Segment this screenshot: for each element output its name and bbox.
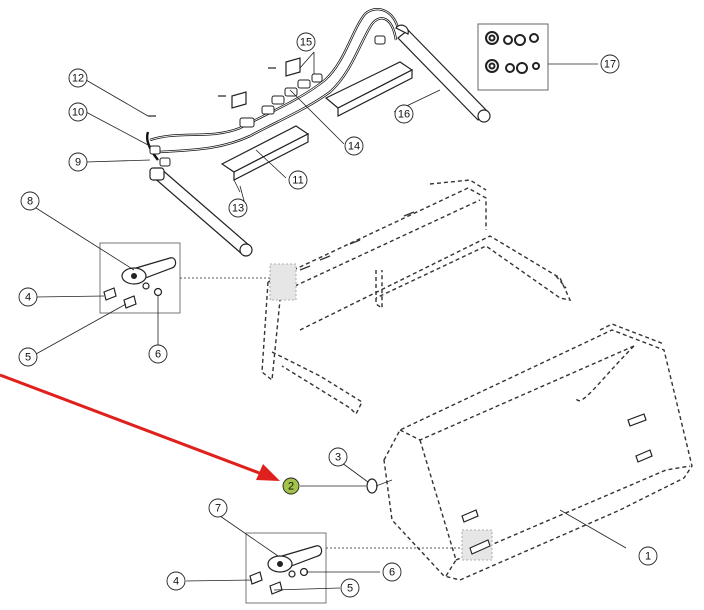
callout-c3: 3 [328, 447, 348, 467]
callout-c16: 16 [394, 104, 414, 124]
callout-c15: 15 [296, 32, 316, 52]
callout-number: 5 [347, 583, 353, 595]
callout-number: 9 [75, 157, 81, 169]
bucket [383, 323, 693, 581]
callout-circle [68, 68, 88, 88]
callout-number: 1 [645, 551, 651, 563]
callout-circle [394, 104, 414, 124]
callout-number: 12 [72, 73, 84, 85]
callout-number: 17 [604, 59, 616, 71]
callout-number: 10 [72, 107, 84, 119]
callout-c10: 10 [68, 102, 88, 122]
callout-circle [68, 102, 88, 122]
callout-number: 4 [25, 292, 31, 304]
callout-number: 2 [288, 481, 294, 493]
callout-number: 6 [389, 567, 395, 579]
callout-circle [382, 562, 402, 582]
callout-number: 6 [155, 349, 161, 361]
callout-number: 13 [232, 203, 244, 215]
callout-c9: 9 [68, 152, 88, 172]
callout-c14: 14 [344, 136, 364, 156]
callout-circle [20, 191, 40, 211]
callout-number: 11 [292, 175, 303, 187]
pin-detail-upper [99, 242, 270, 314]
callout-c5a: 5 [18, 347, 38, 367]
callout-circle [208, 498, 228, 518]
callout-circle [282, 477, 300, 495]
callout-number: 5 [25, 352, 31, 364]
callout-c17: 17 [600, 54, 620, 74]
callout-number: 16 [398, 109, 410, 121]
callout-circle [600, 54, 620, 74]
seal-kit-box [477, 23, 549, 91]
callout-circle [148, 344, 168, 364]
callout-number: 4 [173, 576, 179, 588]
callout-c4a: 4 [18, 287, 38, 307]
callout-circle [18, 347, 38, 367]
callout-circle [638, 546, 658, 566]
loader-frame [261, 179, 572, 416]
callout-circle [166, 571, 186, 591]
callout-c11: 11 [288, 170, 308, 190]
callout-c8: 8 [20, 191, 40, 211]
callout-c6b: 6 [382, 562, 402, 582]
leader-lines [35, 51, 627, 591]
callout-number: 7 [215, 503, 221, 515]
callout-c7: 7 [208, 498, 228, 518]
red-arrow [0, 373, 280, 481]
callout-c12: 12 [68, 68, 88, 88]
callout-c4b: 4 [166, 571, 186, 591]
callout-circle [18, 287, 38, 307]
callout-c13: 13 [228, 198, 248, 218]
callout-number: 8 [27, 196, 33, 208]
callout-circle [328, 447, 348, 467]
callout-circle [228, 198, 248, 218]
callout-circle [340, 578, 360, 598]
hydraulic-assembly [145, 8, 491, 257]
callout-circle [288, 170, 308, 190]
callout-c1: 1 [638, 546, 658, 566]
callout-number: 14 [348, 141, 360, 153]
callout-number: 15 [300, 37, 312, 49]
callout-circle [344, 136, 364, 156]
part-3-bolt [366, 478, 393, 494]
callout-circle [68, 152, 88, 172]
callout-c2: 2 [282, 477, 300, 495]
callout-c6a: 6 [148, 344, 168, 364]
callout-circle [296, 32, 316, 52]
callout-c5b: 5 [340, 578, 360, 598]
callout-number: 3 [335, 452, 341, 464]
